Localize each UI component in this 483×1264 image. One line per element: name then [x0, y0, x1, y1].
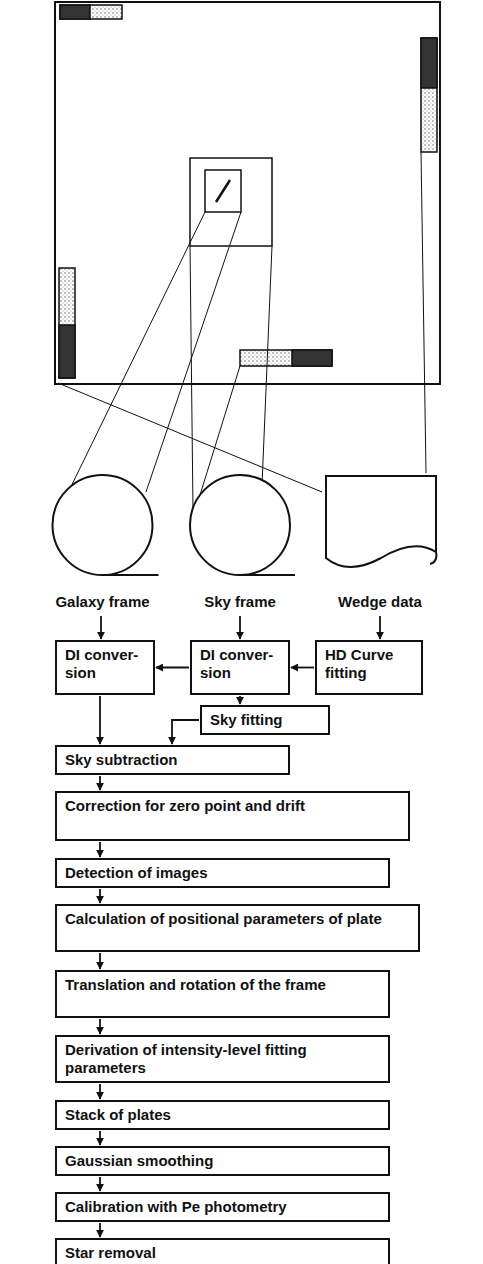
flow-arrow	[99, 1131, 101, 1145]
flow-arrow	[100, 616, 102, 639]
flow-arrow	[379, 616, 381, 639]
flow-arrow	[156, 667, 189, 669]
flow-arrow	[99, 1177, 101, 1191]
step-label: Detection of images	[65, 864, 380, 882]
frame-label: Sky frame	[185, 593, 295, 611]
step-label: Calibration with Pe photometry	[65, 1198, 380, 1216]
process-box: Derivation of intensity-level fitting pa…	[55, 1035, 390, 1083]
step-label: Correction for zero point and drift	[65, 797, 400, 815]
flow-arrow	[99, 1223, 101, 1237]
process-box: Detection of images	[55, 858, 390, 888]
film-reel	[45, 468, 160, 615]
projection-line	[58, 152, 426, 510]
reel-frame: Sky frame	[185, 468, 295, 615]
sky-frame-area	[190, 158, 272, 246]
flow-arrow	[99, 889, 101, 903]
process-box: Calibration with Pe photometry	[55, 1192, 390, 1222]
galaxy-frame-area	[205, 170, 241, 212]
reel-frame: Galaxy frame	[45, 468, 160, 615]
data-printout: Wedge data	[318, 468, 442, 615]
step-label: Star removal	[65, 1244, 380, 1262]
step-label: DI conver- sion	[200, 646, 280, 682]
step-label: Sky fitting	[210, 711, 320, 729]
flow-arrow	[99, 1084, 101, 1099]
step-label: DI conver- sion	[65, 646, 145, 682]
process-box: Correction for zero point and drift	[55, 791, 410, 841]
process-box: Sky fitting	[200, 705, 330, 735]
wedge-strip	[59, 5, 437, 378]
flow-arrow	[172, 720, 199, 744]
step-label: Sky subtraction	[65, 751, 280, 769]
step-label: Derivation of intensity-level fitting pa…	[65, 1041, 380, 1077]
step-label: Translation and rotation of the frame	[65, 976, 380, 994]
process-box: DI conver- sion	[55, 640, 155, 695]
process-box: Sky subtraction	[55, 745, 290, 775]
step-label: Stack of plates	[65, 1106, 380, 1124]
process-box: Translation and rotation of the frame	[55, 970, 390, 1018]
flow-arrow	[291, 667, 314, 669]
flow-arrow	[239, 616, 241, 639]
film-reel	[185, 468, 295, 615]
flow-arrow	[99, 953, 101, 969]
process-box: DI conver- sion	[190, 640, 290, 695]
process-box: Stack of plates	[55, 1100, 390, 1130]
document-shape	[318, 468, 442, 615]
flow-arrow	[99, 1019, 101, 1034]
process-box: HD Curve fitting	[315, 640, 423, 695]
process-box: Calculation of positional parameters of …	[55, 904, 420, 952]
flow-arrow	[99, 842, 101, 857]
flow-arrow	[99, 776, 101, 790]
step-label: Gaussian smoothing	[65, 1152, 380, 1170]
flow-arrow	[99, 696, 101, 744]
flow-arrow	[239, 696, 241, 704]
frame-label: Galaxy frame	[45, 593, 160, 611]
process-box: Gaussian smoothing	[55, 1146, 390, 1176]
photographic-plate	[55, 2, 440, 384]
process-box: Star removal	[55, 1238, 390, 1264]
step-label: HD Curve fitting	[325, 646, 413, 682]
galaxy-image	[216, 180, 230, 202]
frame-label: Wedge data	[318, 593, 442, 611]
step-label: Calculation of positional parameters of …	[65, 910, 410, 928]
